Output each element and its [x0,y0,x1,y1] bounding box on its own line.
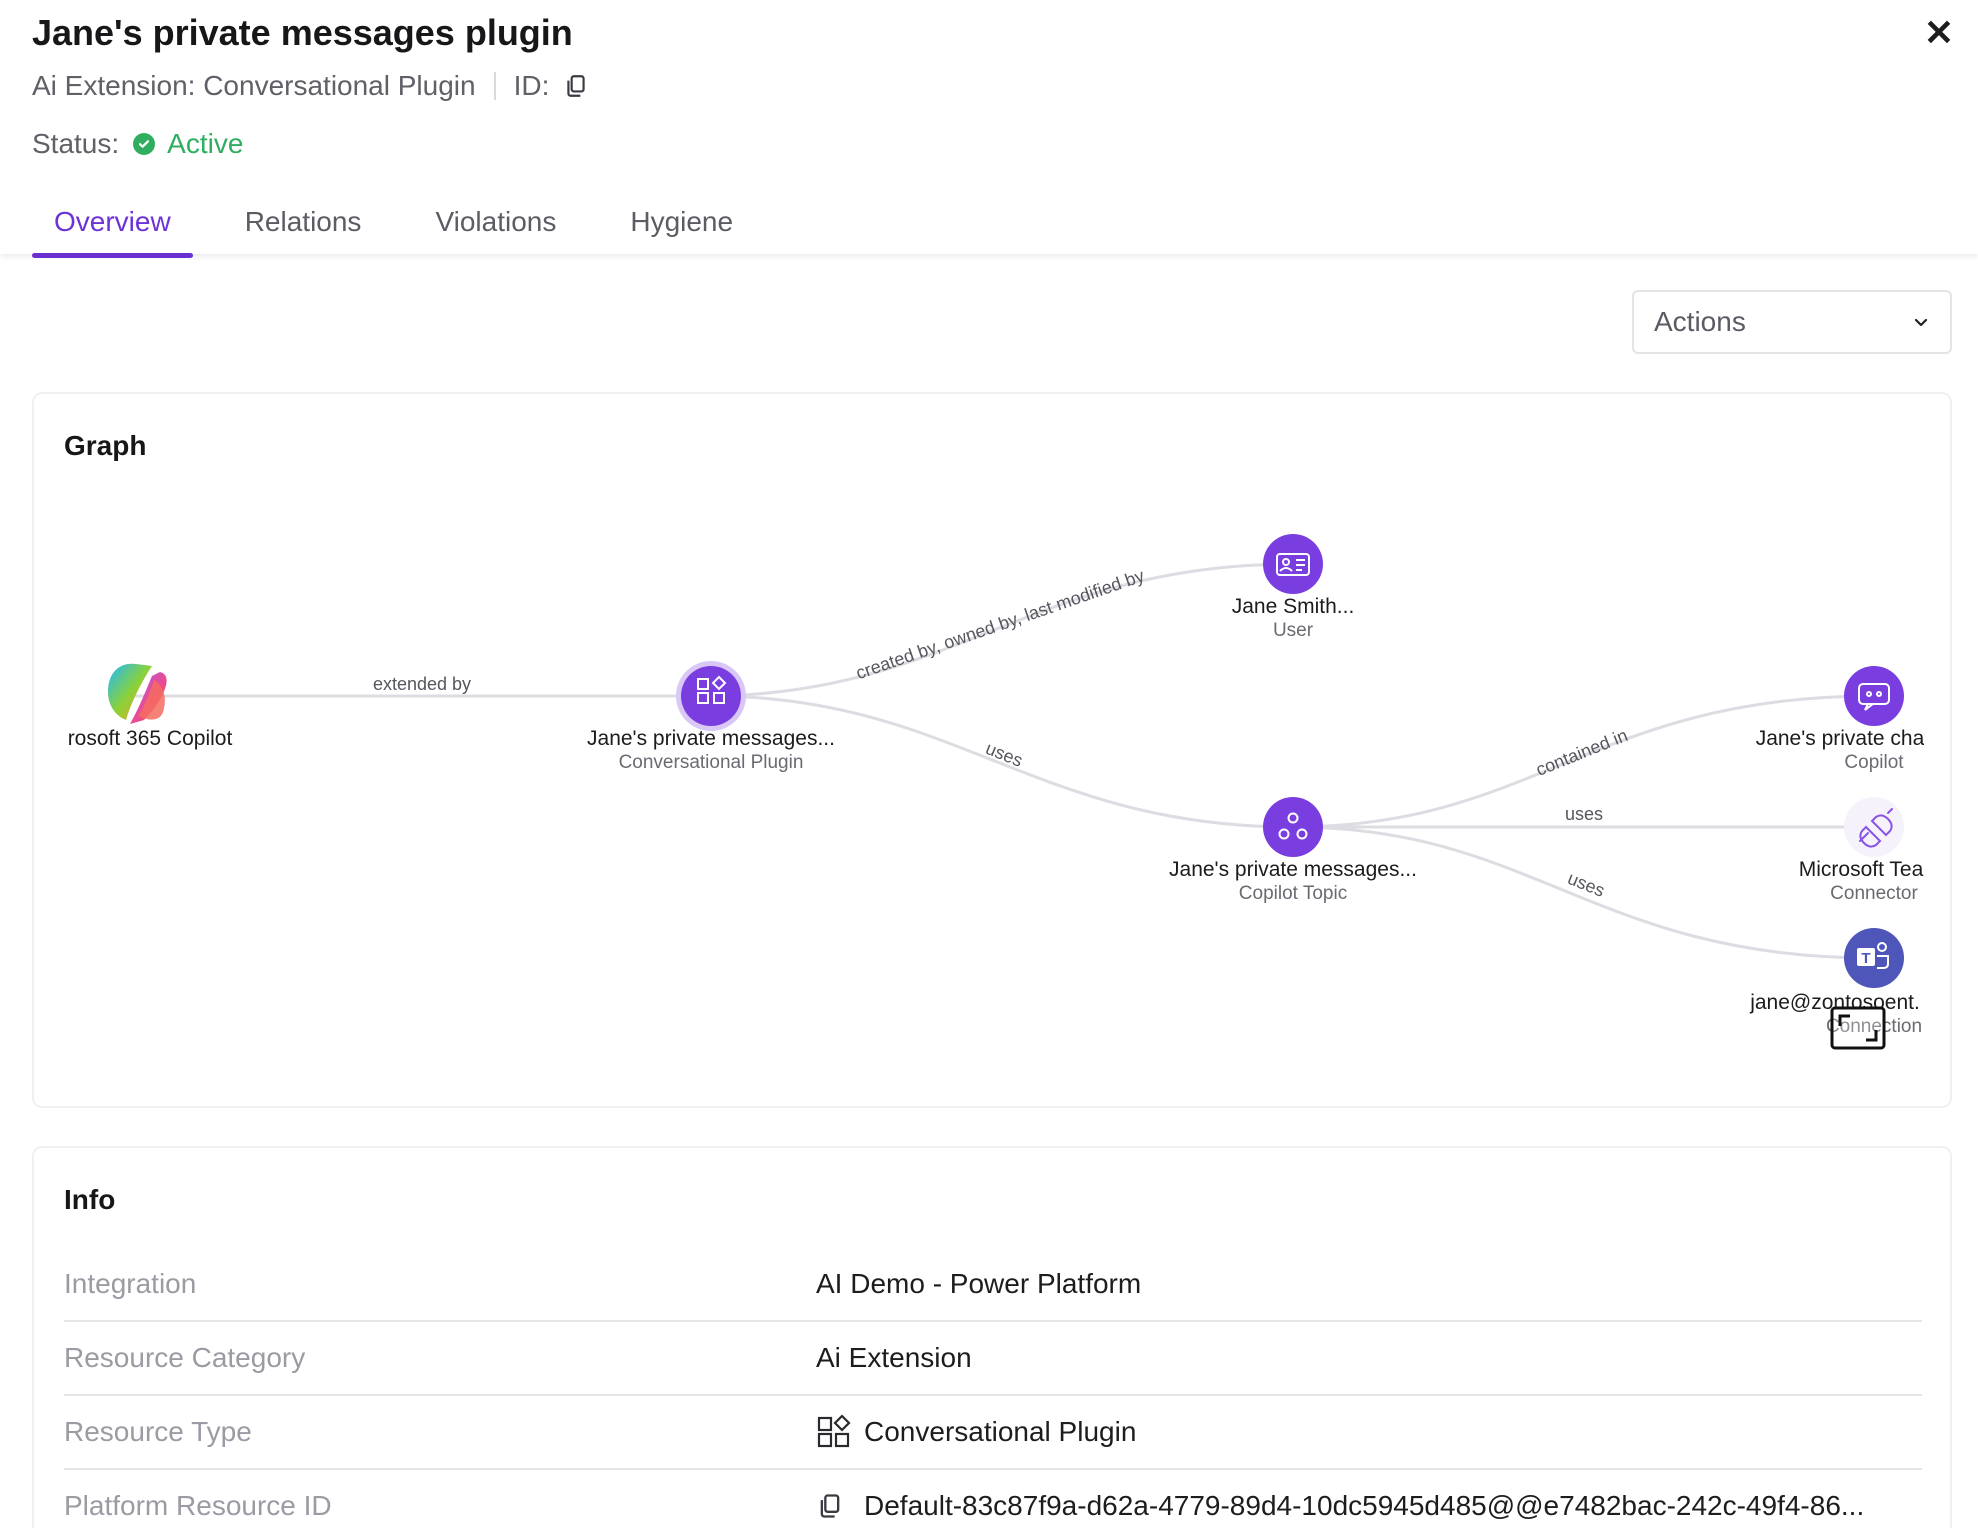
node-user[interactable]: Jane Smith... User [1232,534,1355,641]
info-value-with-icon: Default-83c87f9a-d62a-4779-89d4-10dc5945… [816,1490,1864,1522]
fullscreen-icon[interactable] [1830,1006,1886,1050]
info-card: Info Integration AI Demo - Power Platfor… [32,1146,1952,1528]
node-copilot-topic[interactable]: Jane's private messages... Copilot Topic [1169,797,1417,904]
edge-uses-topic [710,694,1294,829]
divider [493,72,496,100]
edge-uses-connection [1292,825,1875,960]
apps-grid-icon [697,675,727,704]
details-header: Jane's private messages plugin ✕ Ai Exte… [0,0,1978,258]
node-type-plugin: Conversational Plugin [619,752,804,773]
node-type-topic: Copilot Topic [1239,883,1347,904]
edge-label-extended-by: extended by [373,674,471,694]
info-key: Platform Resource ID [64,1490,332,1521]
node-label-copilot2: Jane's private cha [1756,727,1925,750]
graph-card: Graph extended by created by, owned by, … [32,392,1952,1108]
info-title: Info [64,1184,116,1215]
resource-kind: Ai Extension: Conversational Plugin [32,70,476,101]
info-key: Integration [64,1268,197,1299]
info-table: Integration AI Demo - Power Platform Res… [64,1248,1922,1528]
node-microsoft-copilot[interactable]: rosoft 365 Copilot [68,663,233,750]
info-row-integration: Integration AI Demo - Power Platform [64,1248,1922,1322]
node-connector[interactable]: Microsoft Tea Connector [1799,797,1924,904]
svg-text:T: T [1861,950,1870,967]
info-value-text: Default-83c87f9a-d62a-4779-89d4-10dc5945… [864,1490,1865,1521]
graph-title: Graph [64,430,147,461]
apps-grid-icon [817,1414,851,1448]
resource-subtitle: Ai Extension: Conversational Plugin ID: [32,70,589,102]
edge-label-contained-in: contained in [1533,725,1631,780]
info-row-resource-type: Resource Type Conversational Plugin [64,1396,1922,1470]
tab-relations[interactable]: Relations [244,206,362,237]
node-label-plugin: Jane's private messages... [587,727,835,750]
topic-nodes-icon [1278,812,1308,840]
copy-id-icon[interactable] [563,73,589,99]
relationship-graph[interactable]: extended by created by, owned by, last m… [34,394,1954,1110]
node-type-connector: Connector [1830,883,1918,904]
node-conversational-plugin[interactable]: Jane's private messages... Conversationa… [587,661,835,773]
edge-created-by [710,562,1294,698]
tab-violations[interactable]: Violations [435,206,557,237]
check-circle-icon [133,133,156,155]
edge-label-uses-connection: uses [1565,868,1608,901]
edge-label-created-by: created by, owned by, last modified by [853,565,1146,683]
actions-label: Actions [1654,306,1746,337]
node-label-topic: Jane's private messages... [1169,858,1417,881]
page-title: Jane's private messages plugin [32,12,573,53]
teams-icon: T [1857,942,1889,969]
info-row-platform-resource-id: Platform Resource ID Default-83c87f9a-d6… [64,1470,1922,1528]
node-label-copilot: rosoft 365 Copilot [68,727,233,750]
copilot-logo-icon [108,663,167,724]
info-value: Ai Extension [816,1342,972,1373]
info-key: Resource Type [64,1416,252,1447]
status-badge: Active [167,128,244,159]
edge-label-uses-connector: uses [1565,804,1603,824]
status-row: Status: Active [32,128,243,160]
id-card-icon [1276,553,1310,576]
info-row-resource-category: Resource Category Ai Extension [64,1322,1922,1396]
tab-bar: Overview Relations Violations Hygiene [32,206,785,258]
tab-hygiene[interactable]: Hygiene [630,206,734,237]
info-value: AI Demo - Power Platform [816,1268,1142,1299]
node-label-user: Jane Smith... [1232,595,1355,618]
edge-contained-in [1292,694,1875,829]
node-type-copilot2: Copilot [1844,752,1904,773]
node-label-connector: Microsoft Tea [1799,858,1924,881]
chat-bot-icon [1858,683,1890,711]
info-key: Resource Category [64,1342,306,1373]
copy-icon[interactable] [816,1492,844,1520]
node-type-connection: Connection [1826,1016,1922,1037]
chevron-down-icon [1914,318,1928,327]
info-value-with-icon: Conversational Plugin [816,1414,1136,1450]
node-copilot[interactable]: Jane's private cha Copilot [1756,666,1925,773]
status-label: Status: [32,128,120,159]
id-label: ID: [513,70,550,101]
info-value-text: Conversational Plugin [864,1416,1137,1447]
plug-icon [1859,808,1893,848]
tab-overview[interactable]: Overview [32,206,193,258]
node-type-user: User [1273,620,1314,641]
actions-dropdown[interactable]: Actions [1632,290,1952,354]
close-icon[interactable]: ✕ [1923,12,1955,53]
